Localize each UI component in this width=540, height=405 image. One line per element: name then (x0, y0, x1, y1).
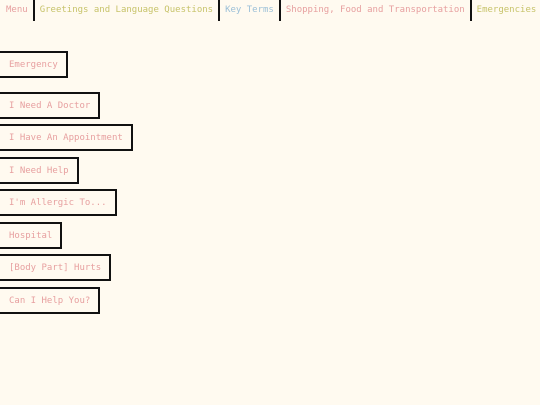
phrase-need-help-button[interactable]: I Need Help (0, 157, 79, 184)
phrase-appointment-button[interactable]: I Have An Appointment (0, 124, 133, 151)
nav-greetings[interactable]: Greetings and Language Questions (35, 0, 221, 21)
phrase-allergic-button[interactable]: I'm Allergic To... (0, 189, 117, 216)
phrase-can-i-help-button[interactable]: Can I Help You? (0, 287, 101, 314)
top-nav: Menu Greetings and Language Questions Ke… (0, 0, 540, 21)
phrase-need-doctor-button[interactable]: I Need A Doctor (0, 92, 101, 119)
phrase-hospital-button[interactable]: Hospital (0, 222, 63, 249)
nav-key-terms[interactable]: Key Terms (220, 0, 281, 21)
nav-emergencies[interactable]: Emergencies (472, 0, 540, 21)
emergency-button[interactable]: Emergency (0, 51, 68, 78)
nav-shopping[interactable]: Shopping, Food and Transportation (281, 0, 472, 21)
nav-menu[interactable]: Menu (0, 0, 35, 21)
phrase-body-part-hurts-button[interactable]: [Body Part] Hurts (0, 254, 112, 281)
